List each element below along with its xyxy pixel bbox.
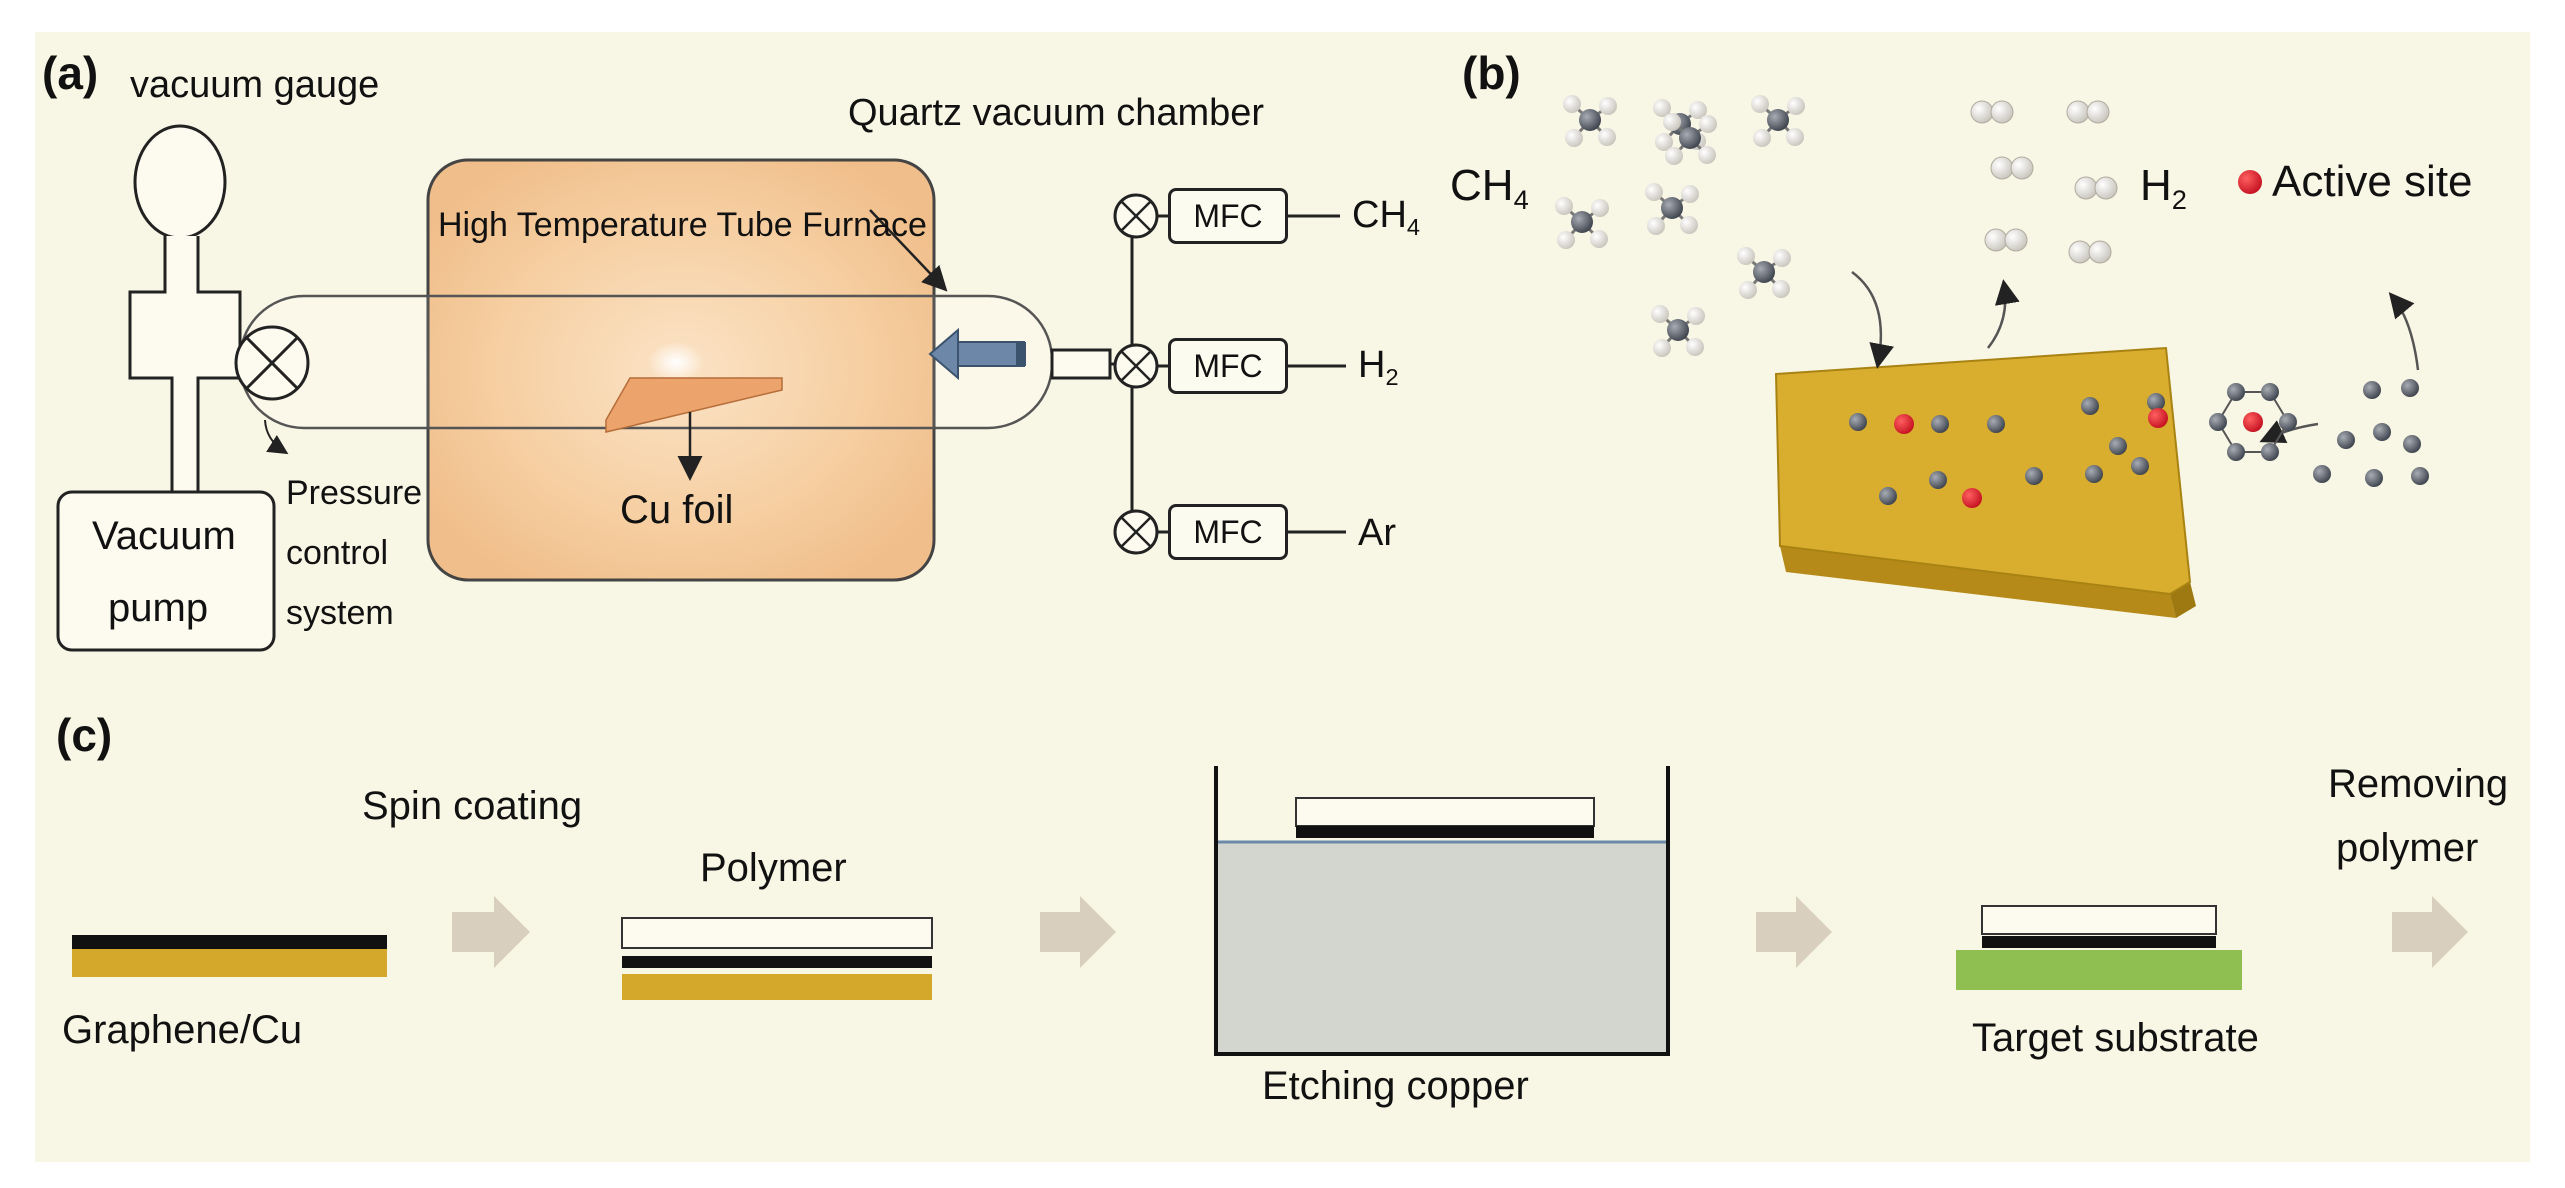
active-site-atoms [1894, 408, 2168, 508]
target-substrate-label: Target substrate [1972, 1016, 2259, 1060]
vacuum-gauge-body [128, 236, 242, 494]
graphene-layer-2 [622, 956, 932, 968]
gas-label-ar: Ar [1358, 512, 1396, 554]
polymer-layer-3 [1981, 905, 2217, 935]
gas-label-ch4: CH4 [1352, 194, 1420, 240]
copper-slab-side [1780, 546, 2176, 618]
cu-foil-label: Cu foil [620, 488, 734, 532]
gas-valve-1 [1113, 193, 1159, 239]
active-site-legend-dot [2238, 170, 2262, 194]
h2-label: H2 [2140, 161, 2187, 215]
spin-coating-label: Spin coating [362, 784, 583, 828]
mfc-box-2: MFC [1168, 338, 1288, 394]
process-arrow-1 [452, 896, 530, 968]
vacuum-gauge-label: vacuum gauge [130, 64, 380, 106]
graphene-layer-3 [1982, 936, 2216, 948]
polymer-layer-2 [621, 917, 933, 949]
graphene-layer-1 [72, 935, 387, 949]
process-arrow-4 [2392, 896, 2468, 968]
panel-c-label: (c) [56, 709, 113, 761]
vacuum-gauge-dial [133, 124, 227, 240]
active-site-label: Active site [2272, 157, 2473, 206]
panel-a-label: (a) [42, 47, 99, 99]
gas-label-h2: H2 [1358, 344, 1399, 390]
polymer-label: Polymer [700, 846, 847, 890]
vacuum-pump-label-1: Vacuum [92, 514, 236, 558]
process-arrow-2 [1040, 896, 1116, 968]
mfc-box-1: MFC [1168, 188, 1288, 244]
target-substrate-layer [1956, 950, 2242, 990]
panel-b-graphics [1553, 93, 2429, 618]
gas-valve-2 [1113, 343, 1159, 389]
etching-tank [1214, 766, 1670, 1056]
mfc-box-3: MFC [1168, 504, 1288, 560]
panel-b-label: (b) [1462, 47, 1521, 99]
panel-a-graphics [56, 124, 1346, 652]
pressure-control-label-2: control [286, 534, 389, 572]
copper-layer-1 [72, 949, 387, 977]
gas-valve-3 [1113, 509, 1159, 555]
pressure-control-label-1: Pressure [286, 474, 423, 512]
panel-c-graphics [72, 766, 2468, 1056]
quartz-chamber-label: Quartz vacuum chamber [848, 92, 1265, 134]
graphene-cu-label: Graphene/Cu [62, 1008, 303, 1052]
vacuum-pump-box [56, 490, 276, 652]
removing-polymer-label-2: polymer [2336, 826, 2479, 870]
removing-polymer-label-1: Removing [2328, 762, 2509, 806]
carbon-atoms [1849, 379, 2429, 505]
furnace-label: High Temperature Tube Furnace [438, 206, 927, 244]
copper-layer-2 [622, 974, 932, 1000]
etching-copper-label: Etching copper [1262, 1064, 1529, 1108]
process-arrow-3 [1756, 896, 1832, 968]
ch4-label: CH4 [1450, 161, 1529, 215]
etchant-liquid [1218, 842, 1666, 1052]
pressure-control-label-3: system [286, 594, 394, 632]
vacuum-pump-label-2: pump [108, 586, 209, 630]
